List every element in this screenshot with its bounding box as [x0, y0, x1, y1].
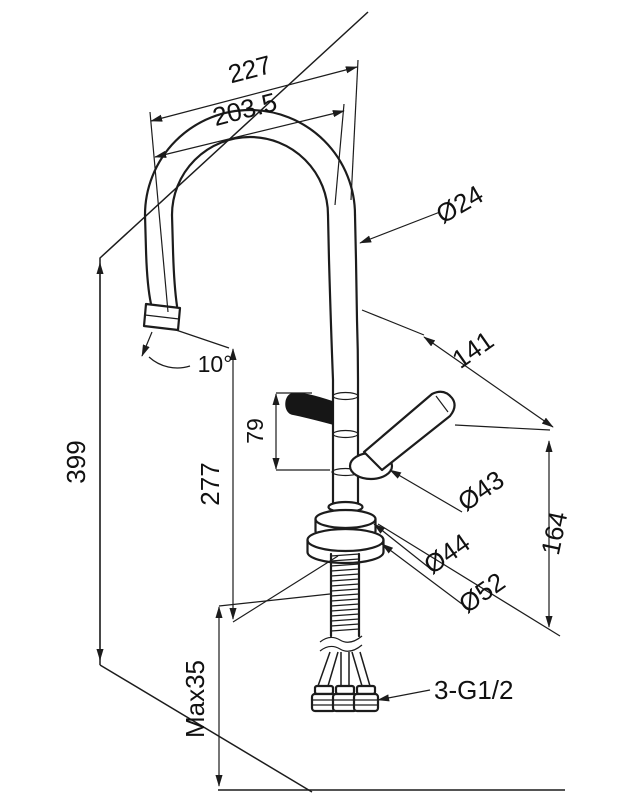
hose-nut-right: [352, 684, 380, 713]
counter-front-edge: [99, 664, 313, 793]
ext-277-top: [175, 329, 230, 349]
ext-141-left: [361, 309, 425, 336]
counter-right-edge: [377, 523, 561, 637]
hose-nut-left: [310, 684, 338, 713]
shank-sides: [329, 552, 361, 638]
left-knob: [285, 392, 334, 425]
leader-d24: [359, 211, 441, 244]
spout-limb-right-edge: [170, 213, 179, 308]
dim-141-line: [423, 336, 554, 428]
hose-left: [317, 651, 339, 687]
label-spout-tube-diameter: Ø24: [431, 179, 489, 230]
spout-limb-left-edge: [143, 213, 153, 306]
label-overall-reach: 227: [225, 49, 275, 89]
leader-d44: [373, 523, 433, 571]
ext-277-bottom: [232, 555, 339, 623]
break-squiggle-bottom: [319, 644, 363, 652]
base-ring-d52: [306, 527, 385, 553]
label-right-depth: 164: [535, 509, 573, 558]
body-collar-2: [332, 429, 359, 439]
label-hose-connection: 3-G1/2: [434, 675, 514, 705]
label-spout-angle: 10°: [198, 351, 233, 377]
leader-d52: [381, 543, 463, 605]
label-base-diameter-small: Ø44: [418, 527, 475, 580]
ext-spout-tip: [149, 111, 169, 313]
label-handle-reach: 141: [446, 325, 499, 374]
leader-d43: [389, 469, 463, 513]
body-right-edge: [353, 213, 360, 508]
label-max-counter-thickness: Max35: [180, 660, 210, 738]
dimension-labels: 227 203.5 Ø24 141 399 277 79 10° Ø43 164…: [61, 49, 573, 738]
label-valve-height: 79: [242, 418, 268, 444]
ext-141-right: [454, 424, 551, 431]
hose-right: [351, 651, 371, 687]
spout-aerator-line: [144, 314, 180, 320]
spout-arc-outer: [143, 108, 357, 217]
ext-max35-top: [218, 593, 331, 607]
spout-arc-inner: [170, 135, 330, 217]
break-mask: [324, 637, 368, 649]
base-ring-d52-bottom: [306, 550, 385, 565]
hose-center: [340, 652, 350, 686]
shank-threads: [330, 553, 360, 632]
label-base-diameter-large: Ø52: [453, 566, 510, 619]
dim-2035-line: [154, 110, 345, 158]
label-handle-base-diameter: Ø43: [452, 464, 509, 517]
leader-g12: [377, 689, 431, 702]
faucet-outline: [141, 108, 456, 713]
base-ring-d44: [314, 508, 377, 530]
break-squiggle-top: [319, 635, 363, 643]
body-left-edge: [326, 213, 335, 508]
ext-227-right: [350, 59, 359, 201]
label-spout-height: 277: [195, 462, 225, 505]
dimensions: [96, 59, 554, 787]
label-overall-height: 399: [61, 440, 91, 483]
body-collar-1: [332, 391, 359, 401]
spout-angle-arc: [148, 356, 191, 369]
spout-angle-line: [141, 331, 153, 357]
